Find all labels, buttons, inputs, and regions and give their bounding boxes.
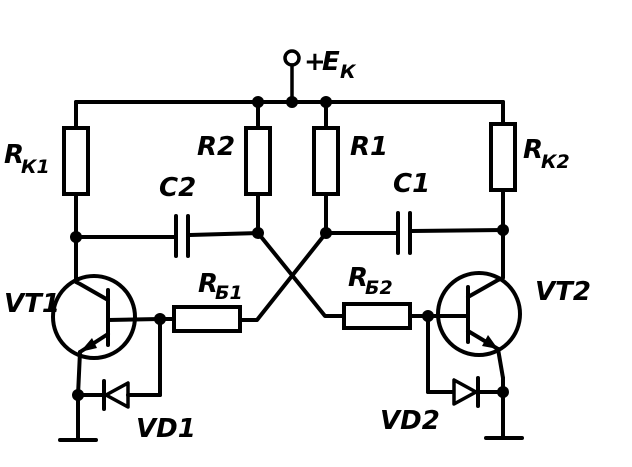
- transistor-vt2: [426, 228, 522, 380]
- supply-plus: +: [304, 47, 326, 77]
- junction-top-supply: [286, 96, 298, 108]
- supply-subscript: К: [340, 61, 357, 83]
- label-rk1-sub: К1: [21, 156, 50, 178]
- supply-e: E: [322, 47, 340, 77]
- ground-left: [58, 393, 98, 442]
- label-rb1-sub: Б1: [215, 282, 243, 304]
- transistor-vt1: [51, 235, 162, 397]
- label-rk1: R: [4, 140, 24, 170]
- resistor-rk2: [489, 100, 517, 232]
- supply-terminal: [283, 49, 301, 104]
- cross-coupling: [238, 231, 346, 322]
- diode-vd1: [76, 317, 162, 411]
- label-r2: R2: [197, 132, 235, 162]
- resistor-rb2: [342, 302, 430, 330]
- label-rk2-sub: К2: [541, 151, 570, 173]
- resistor-rk1: [62, 100, 90, 239]
- ground-right: [484, 376, 524, 440]
- capacitor-c1: [324, 211, 505, 255]
- label-rb2: R: [348, 263, 368, 293]
- label-rb2-sub: Б2: [365, 277, 393, 299]
- label-vt1: VT1: [4, 289, 60, 319]
- label-vd1: VD1: [136, 414, 196, 444]
- label-rk2: R: [523, 135, 543, 165]
- resistor-r1: [312, 100, 340, 235]
- label-c1: C1: [393, 169, 430, 199]
- capacitor-c2: [74, 214, 260, 258]
- label-r1: R1: [350, 132, 388, 162]
- label-vd2: VD2: [380, 406, 440, 436]
- label-c2: C2: [159, 173, 196, 203]
- resistor-r2: [244, 100, 272, 235]
- label-rb1: R: [198, 269, 218, 299]
- label-vt2: VT2: [535, 277, 591, 307]
- diode-vd2: [426, 314, 505, 408]
- resistor-rb1: [158, 305, 242, 333]
